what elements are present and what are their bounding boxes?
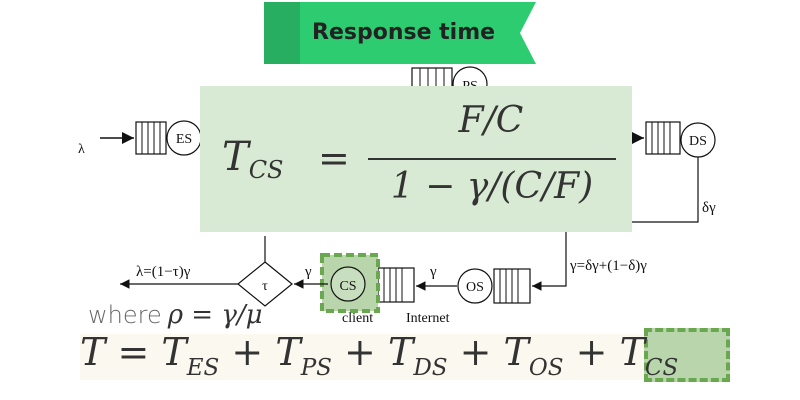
where-word: where [88,301,162,329]
cs-queue [377,267,415,303]
gamma-label-a: γ [304,264,312,280]
plus-sign: + [231,330,264,374]
term-ps: TPS [275,330,332,381]
page-title: Response time [312,20,496,45]
plus-sign: + [575,330,608,374]
title-ribbon [264,2,536,64]
total-lhs: T [80,330,106,374]
internet-label: Internet [406,311,450,326]
term-cs: TCS [619,330,679,381]
fraction-bar [368,158,616,160]
total-equals: = [117,330,150,374]
es-label: ES [176,132,192,147]
gamma-label-b: γ [429,264,437,280]
tau-decision [237,261,293,307]
os-queue [493,268,531,304]
client-label: client [342,311,373,326]
formula-lhs-base: T [222,134,249,180]
lambda-input-label: λ [78,142,85,157]
cs-label: CS [339,279,356,294]
ds-label: DS [689,134,707,149]
term-os: TOS [503,330,564,381]
formula-denominator: 1 − γ/(C/F) [390,166,594,207]
formula-lhs: TCS [222,134,284,184]
term-es: TES [161,330,220,381]
plus-sign: + [344,330,376,374]
tau-label: τ [262,279,268,294]
delta-gamma-label: δγ [702,200,716,216]
rho-expression: ρ = γ/μ [167,300,263,330]
lambda-output-label: λ=(1−τ)γ [136,264,191,280]
ds-queue [645,121,681,155]
formula-numerator: F/C [458,100,524,141]
tcs-term-highlight [644,328,730,382]
os-server [457,268,493,304]
os-label: OS [466,280,484,295]
gamma-mix-label: γ=δγ+(1−δ)γ [569,258,647,274]
plus-sign: + [459,330,492,374]
formula-lhs-sub: CS [248,156,284,184]
cs-server [330,266,366,302]
term-ds: TDS [387,330,448,381]
es-queue [135,121,167,155]
total-response-time-equation: T = TES + TPS + TDS + TOS + TCS [80,330,678,382]
tcs-formula-box: TCS = F/C 1 − γ/(C/F) [200,86,632,232]
total-equation-background [80,334,730,380]
formula-equals: = [318,136,350,180]
